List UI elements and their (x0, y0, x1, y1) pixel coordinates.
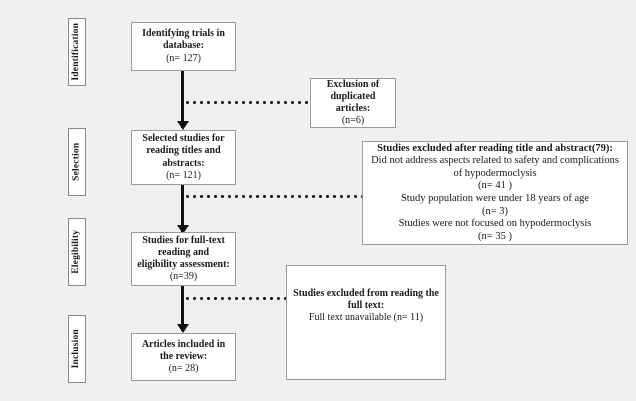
flow-box-eligibility: Studies for full-text reading and eligib… (131, 232, 236, 286)
stage-label-identification-text: Identification (71, 23, 82, 81)
flow-box-inclusion: Articles included in the review: (n= 28) (131, 333, 236, 381)
exclusion-box-full-text-header: Studies excluded from reading the full t… (293, 288, 439, 312)
flow-box-selection: Selected studies for reading titles and … (131, 130, 236, 185)
exclusion-box-duplicates-header: Exclusion of duplicated articles: (326, 78, 380, 114)
dotted-connector-duplicates (184, 101, 310, 104)
exclusion-box-title-abstract-line-0: Did not address aspects related to safet… (371, 155, 619, 179)
flow-box-identification-header: Identifying trials in database: (142, 28, 225, 52)
stage-label-selection: Selection (68, 128, 86, 196)
exclusion-box-title-abstract: Studies excluded after reading title and… (362, 141, 628, 245)
flow-box-identification: Identifying trials in database: (n= 127) (131, 22, 236, 71)
dotted-connector-title-abstract (184, 195, 362, 198)
exclusion-box-title-abstract-header: Studies excluded after reading title and… (377, 142, 613, 154)
arrowhead-selection (176, 121, 189, 130)
exclusion-box-duplicates: Exclusion of duplicated articles: (n=6) (310, 78, 396, 128)
exclusion-box-title-abstract-line-5: (n= 35 ) (478, 230, 512, 242)
exclusion-box-title-abstract-line-1: (n= 41 ) (478, 180, 512, 192)
exclusion-box-title-abstract-line-4: Studies were not focused on hypodermocly… (398, 218, 592, 230)
dotted-connector-full-text (184, 297, 286, 300)
stage-label-elegibility: Elegibility (68, 218, 86, 286)
connector-eligibility-to-inclusion (181, 286, 184, 331)
flow-box-inclusion-count: (n= 28) (168, 363, 199, 375)
exclusion-box-full-text-line-0: Full text unavailable (n= 11) (308, 312, 424, 324)
flow-box-identification-count: (n= 127) (166, 52, 201, 64)
arrowhead-inclusion (176, 324, 189, 333)
arrowhead-eligibility (176, 225, 189, 234)
connector-identification-to-selection (181, 71, 184, 128)
stage-label-inclusion-text: Inclusion (71, 329, 82, 369)
stage-label-elegibility-text: Elegibility (71, 230, 82, 274)
stage-label-inclusion: Inclusion (68, 315, 86, 383)
exclusion-box-title-abstract-line-2: Study population were under 18 years of … (400, 193, 590, 204)
connector-selection-to-eligibility (181, 185, 184, 232)
flow-box-inclusion-header: Articles included in the review: (141, 338, 226, 362)
flow-box-eligibility-count: (n=39) (169, 271, 198, 283)
flow-box-selection-header: Selected studies for reading titles and … (142, 133, 225, 169)
stage-label-identification: Identification (68, 18, 86, 86)
exclusion-box-title-abstract-line-3: (n= 3) (481, 205, 509, 217)
stage-label-selection-text: Selection (71, 142, 82, 182)
exclusion-box-full-text: Studies excluded from reading the full t… (286, 265, 446, 380)
exclusion-box-duplicates-line-0: (n=6) (341, 115, 365, 127)
flow-box-eligibility-header: Studies for full-text reading and eligib… (137, 234, 230, 270)
flow-box-selection-count: (n= 121) (166, 169, 201, 181)
